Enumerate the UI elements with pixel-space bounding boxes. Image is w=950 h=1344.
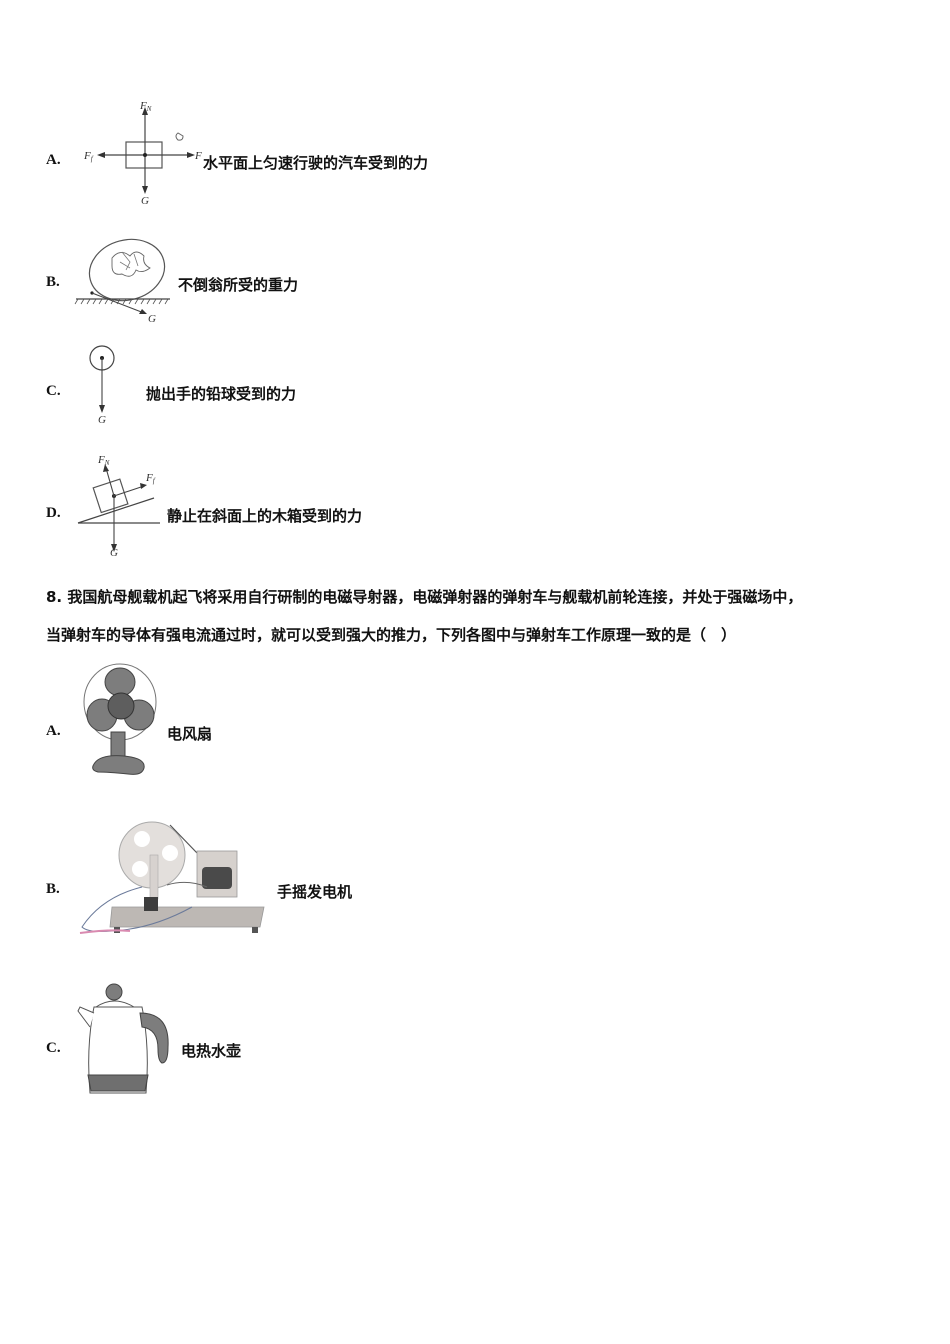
electric-fan-icon <box>82 662 162 782</box>
option-text: 静止在斜面上的木箱受到的力 <box>167 507 363 525</box>
force-label-ff: Ff <box>83 150 94 163</box>
svg-text:G: G <box>148 313 156 325</box>
option-text: 水平面上匀速行驶的汽车受到的力 <box>203 154 429 172</box>
svg-text:Ff: Ff <box>145 472 156 485</box>
question-8: 8. 我国航母舰载机起飞将采用自行研制的电磁导射器，电磁弹射器的弹射车与舰载机前… <box>46 578 906 654</box>
option-letter: C. <box>46 383 61 399</box>
svg-text:G: G <box>110 547 118 559</box>
option-text: 抛出手的铅球受到的力 <box>146 385 297 403</box>
option-letter: A. <box>46 152 61 168</box>
question-8-line-1: 8. 我国航母舰载机起飞将采用自行研制的电磁导射器，电磁弹射器的弹射车与舰载机前… <box>46 578 906 616</box>
free-body-diagram-car-icon: FN Ff F G <box>82 97 207 209</box>
option-letter: B. <box>46 881 60 897</box>
option-letter: B. <box>46 274 60 290</box>
hand-crank-generator-icon <box>72 815 277 950</box>
question-text-1: 我国航母舰载机起飞将采用自行研制的电磁导射器，电磁弹射器的弹射车与舰载机前轮连接… <box>67 588 803 606</box>
option-text: 电风扇 <box>167 725 213 743</box>
svg-text:G: G <box>98 414 106 426</box>
force-label-f: F <box>194 150 202 162</box>
option-letter: C. <box>46 1040 61 1056</box>
shot-put-diagram-icon: G <box>85 343 125 428</box>
roly-poly-toy-icon: G <box>72 238 182 328</box>
force-label-fn: FN <box>139 100 152 113</box>
option-text: 电热水壶 <box>181 1042 242 1060</box>
option-text: 不倒翁所受的重力 <box>178 276 299 294</box>
question-number: 8. <box>46 588 63 606</box>
force-label-g: G <box>141 195 149 207</box>
option-letter: A. <box>46 723 61 739</box>
svg-text:FN: FN <box>97 454 110 467</box>
option-text: 手摇发电机 <box>277 883 353 901</box>
electric-kettle-icon <box>74 975 174 1100</box>
incline-box-diagram-icon: FN Ff G <box>74 448 169 560</box>
question-8-line-2: 当弹射车的导体有强电流通过时，就可以受到强大的推力，下列各图中与弹射车工作原理一… <box>46 626 737 644</box>
option-letter: D. <box>46 505 61 521</box>
